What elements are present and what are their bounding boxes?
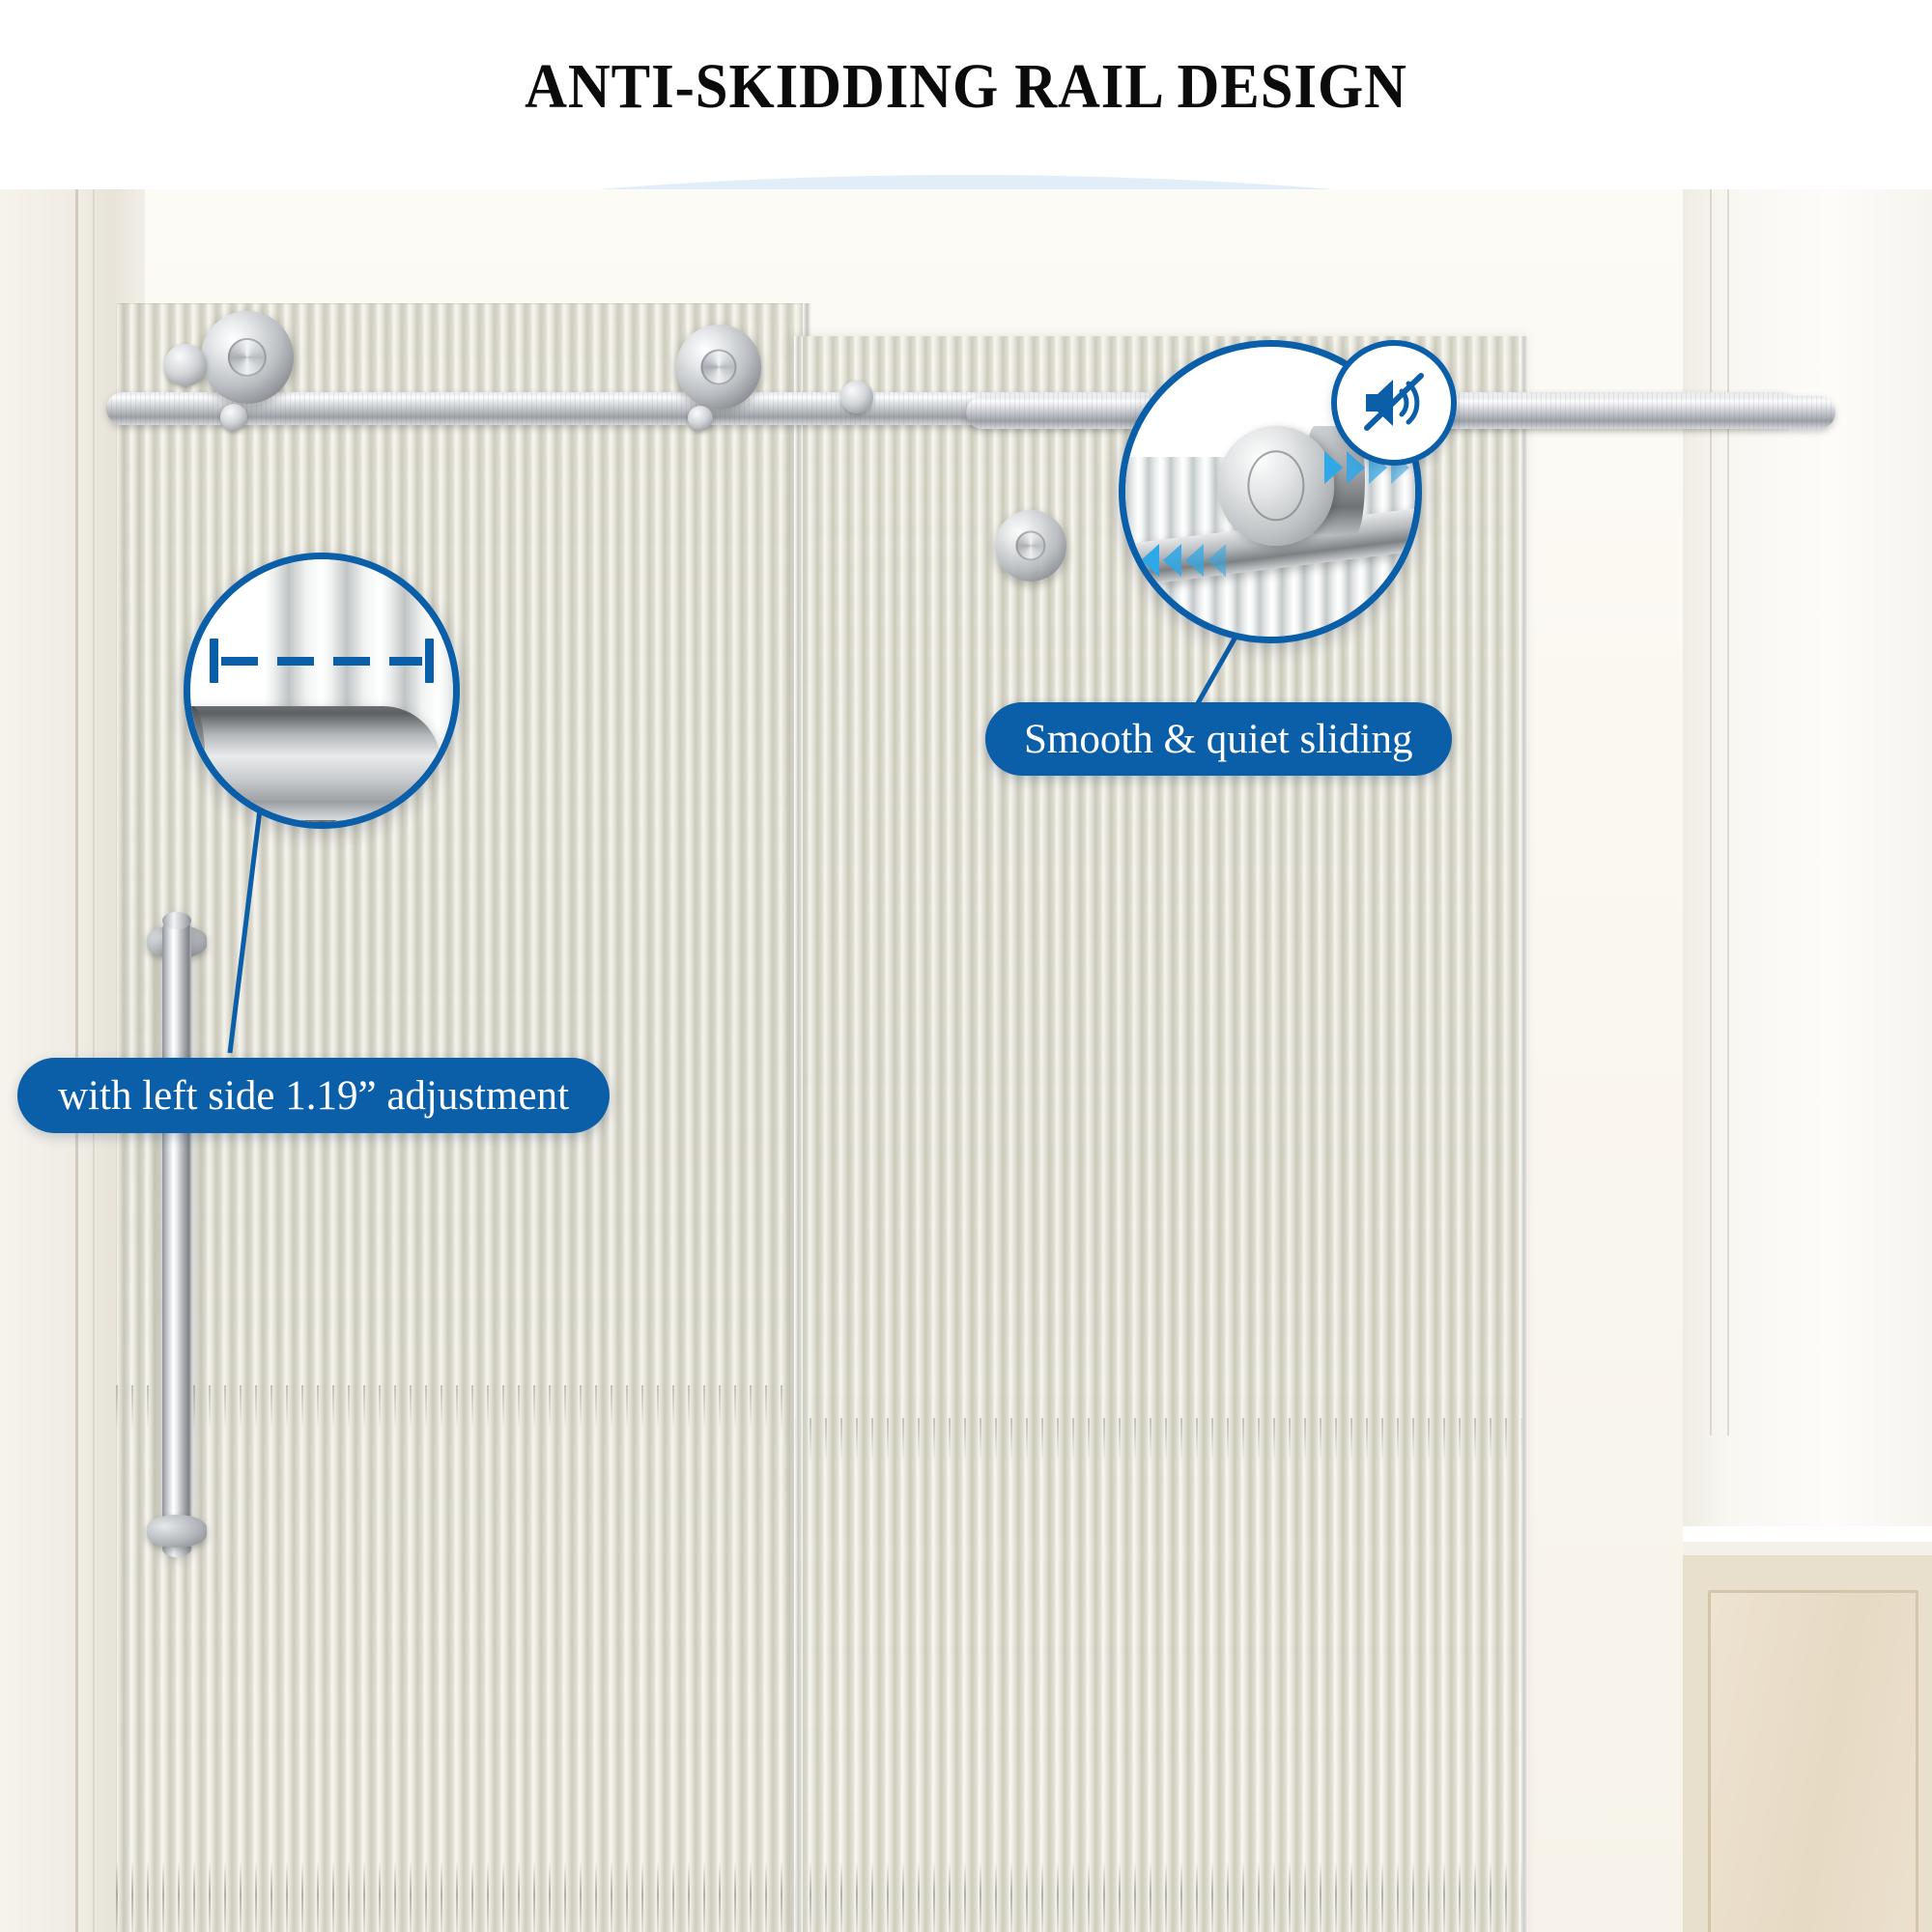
roller-assembly-center [676,325,761,410]
roller-wheel-detail [1218,426,1334,546]
rail-stud-seam [840,381,873,413]
magnifier-circle-left-adjustment [184,553,460,829]
handle-cap-top [162,912,191,929]
callout-label-left-adjustment: with left side 1.19” adjustment [17,1058,611,1133]
speaker-mute-icon-badge [1331,340,1457,466]
magnifier-circle-smooth-sliding [1119,340,1422,643]
callout-label-left-adjustment-text: with left side 1.19” adjustment [58,1072,570,1119]
callout-label-smooth-sliding-text: Smooth & quiet sliding [1024,716,1413,762]
dimension-measure-icon [210,638,434,683]
speaker-mute-icon [1364,373,1424,431]
callout-label-smooth-sliding: Smooth & quiet sliding [985,702,1452,776]
rail-stud-left-small [220,404,247,431]
roller-assembly-right-hidden [995,510,1066,582]
handle-mount-bottom [147,1515,207,1548]
roller-assembly-left [201,311,294,404]
rail-end-cap-cylinder-detail [190,706,441,821]
rail-stud-center [688,406,713,431]
wood-wainscot-panel [1683,1526,1932,1932]
page-title: ANTI-SKIDDING RAIL DESIGN [525,51,1407,122]
rail-stud-left [164,344,207,386]
door-handle[interactable] [162,916,191,1553]
motion-arrows-left-icon [1141,544,1226,577]
right-wall-panel [1683,189,1932,1932]
fixed-glass-panel [116,303,811,1932]
